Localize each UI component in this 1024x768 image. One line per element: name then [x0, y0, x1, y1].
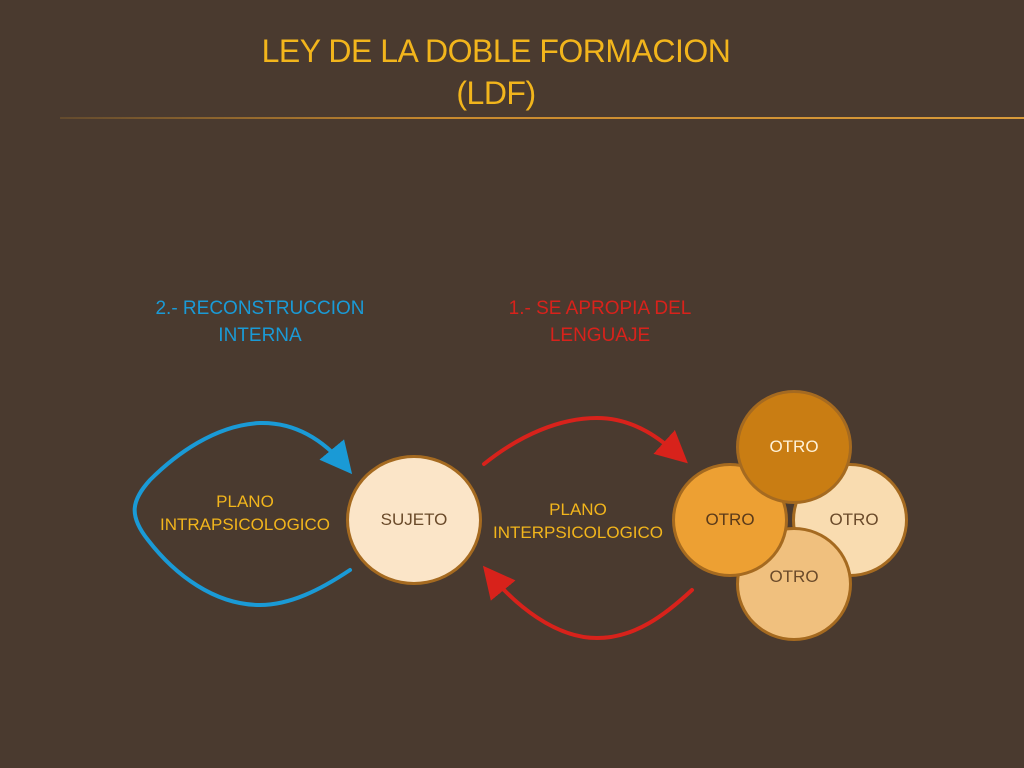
title-line-2: (LDF): [456, 75, 536, 111]
plano-intra-line-2: INTRAPSICOLOGICO: [159, 515, 331, 534]
sujeto-circle: SUJETO: [346, 455, 482, 585]
plano-intra-line-1: PLANO: [216, 492, 274, 511]
otro-label-left: OTRO: [705, 510, 755, 529]
otro-circle-left: OTRO: [672, 463, 788, 577]
red-top-arrow: [482, 415, 688, 466]
blue-loop-arrow: [132, 420, 353, 608]
slide-title: LEY DE LA DOBLE FORMACION (LDF): [0, 30, 992, 114]
step1-line-1: 1.- SE APROPIA DEL: [508, 298, 692, 319]
step1-line-2: LENGUAJE: [549, 325, 651, 346]
step2-heading: 2.- RECONSTRUCCION INTERNA: [130, 295, 390, 349]
step2-line-1: 2.- RECONSTRUCCION: [155, 298, 365, 319]
sujeto-label: SUJETO: [380, 510, 448, 529]
title-line-1: LEY DE LA DOBLE FORMACION: [261, 33, 731, 69]
step2-line-2: INTERNA: [218, 325, 302, 346]
otro-label-bottom: OTRO: [769, 567, 819, 586]
title-divider: [60, 117, 1024, 119]
otro-label-top: OTRO: [769, 437, 819, 456]
step1-heading: 1.- SE APROPIA DEL LENGUAJE: [470, 295, 730, 349]
otro-label-right: OTRO: [829, 510, 879, 529]
red-bottom-arrow: [482, 565, 694, 641]
plano-inter-line-1: PLANO: [549, 500, 607, 519]
plano-interpsicologico-label: PLANO INTERPSICOLOGICO: [478, 498, 678, 544]
plano-intrapsicologico-label: PLANO INTRAPSICOLOGICO: [140, 490, 350, 536]
otro-circle-top: OTRO: [736, 390, 852, 504]
plano-inter-line-2: INTERPSICOLOGICO: [492, 523, 664, 542]
